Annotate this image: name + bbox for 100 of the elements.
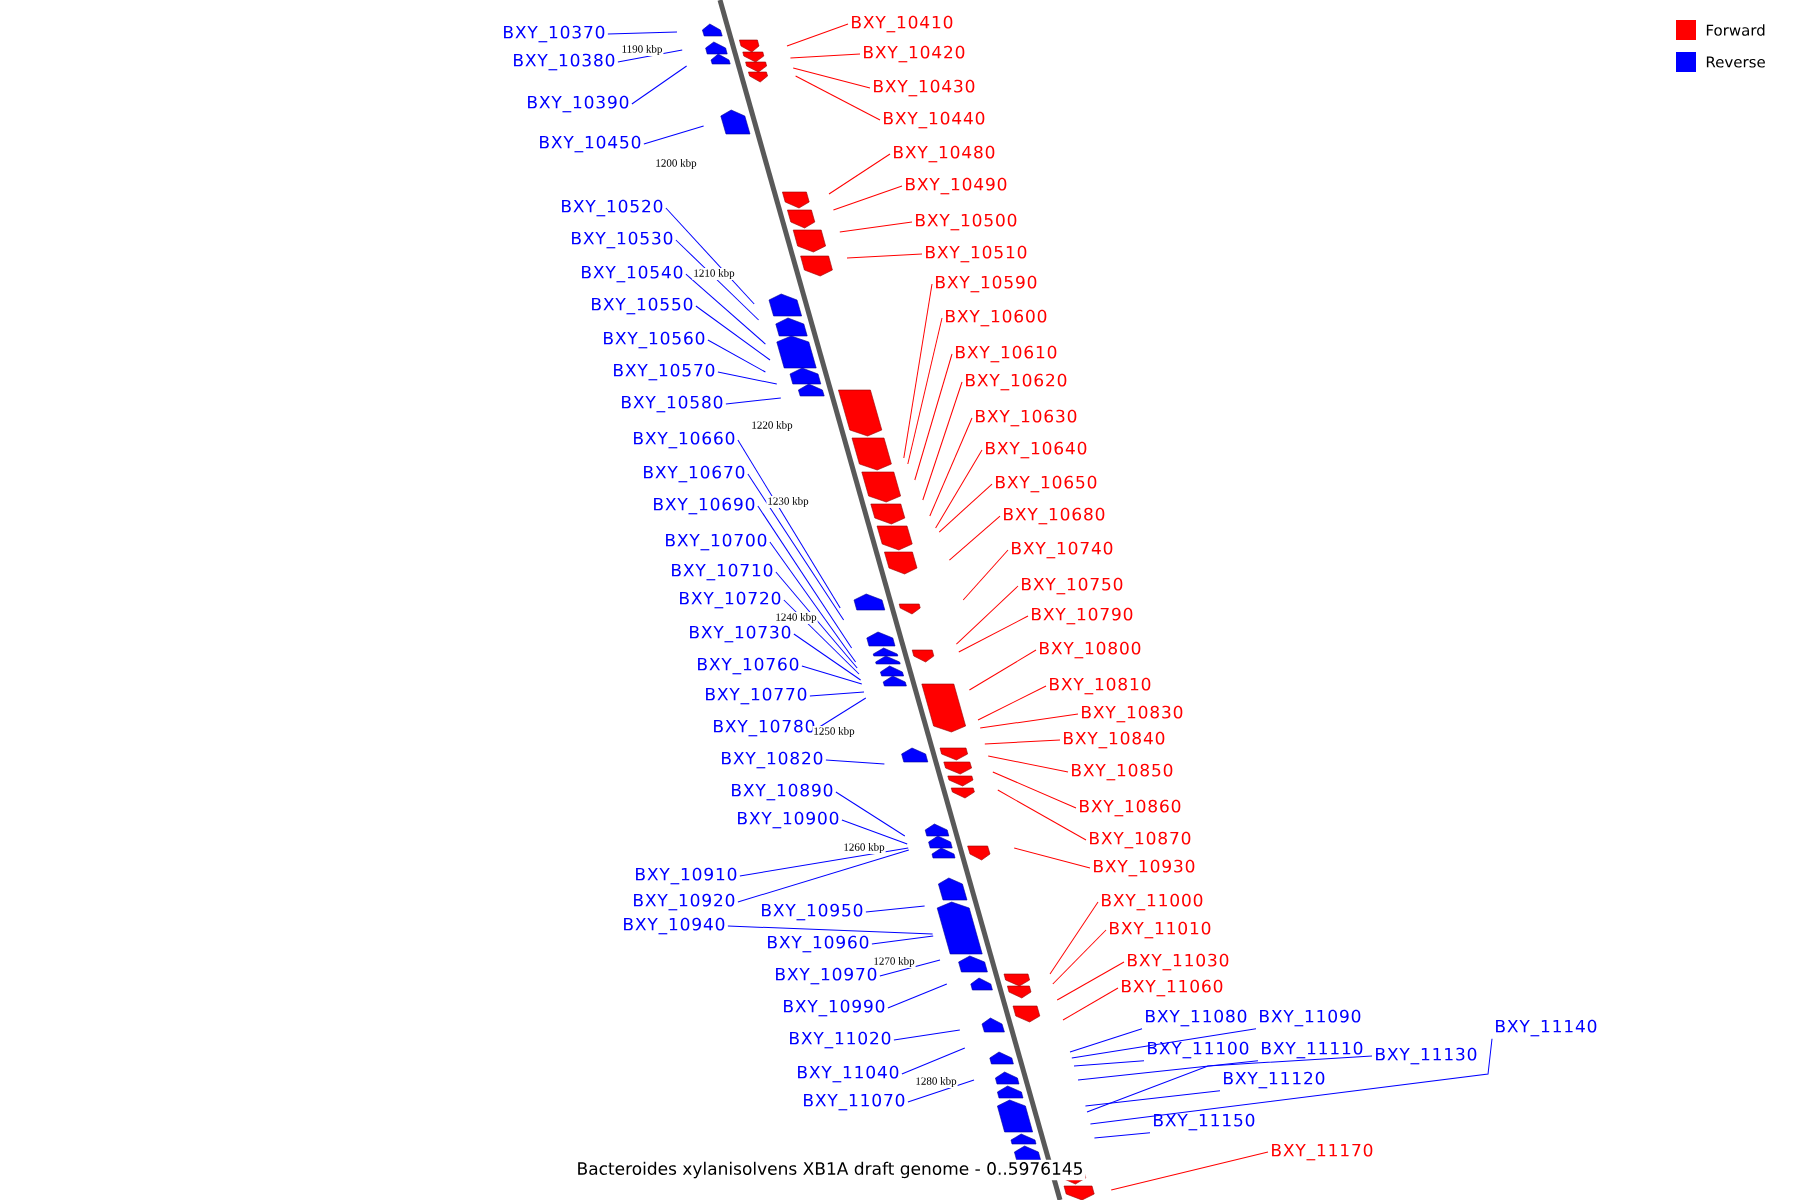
leader-line [727, 925, 934, 935]
leader-line [935, 449, 983, 529]
leader-line [1062, 987, 1119, 1021]
gene-label: BXY_10540 [582, 265, 683, 283]
gene-label: BXY_10940 [624, 917, 725, 935]
gene-label: BXY_10840 [1064, 731, 1165, 749]
leader-line [938, 483, 993, 533]
leader-line [1086, 1055, 1373, 1113]
leader-line [977, 685, 1047, 721]
leader-line [1089, 1038, 1493, 1125]
gene-label: BXY_11040 [798, 1065, 899, 1083]
leader-line [914, 353, 953, 481]
leader-line [846, 253, 923, 259]
leader-line [929, 417, 973, 517]
leader-line [1077, 1060, 1259, 1081]
leader-line [825, 759, 885, 765]
leader-line [955, 585, 1019, 645]
gene-label: BXY_10620 [966, 373, 1067, 391]
leader-line [835, 791, 906, 837]
leader-line [1056, 961, 1125, 1001]
gene-label: BXY_10370 [504, 25, 605, 43]
leader-line [962, 549, 1009, 601]
gene-label: BXY_10780 [714, 719, 815, 737]
leader-line [739, 847, 909, 877]
leader-line [1052, 929, 1107, 985]
leader-line [795, 75, 881, 121]
gene-label: BXY_10600 [946, 309, 1047, 327]
gene-label: BXY_11140 [1496, 1019, 1597, 1037]
gene-label: BXY_10610 [956, 345, 1057, 363]
leader-line [1049, 901, 1099, 975]
leader-line [922, 381, 963, 501]
gene-label: BXY_10800 [1040, 641, 1141, 659]
gene-label: BXY_10960 [768, 935, 869, 953]
leader-line [747, 473, 845, 621]
leader-line [903, 283, 933, 459]
leader-line [893, 1029, 961, 1041]
leader-line [675, 239, 760, 321]
leader-line [717, 371, 778, 385]
gene-label: BXY_10930 [1094, 859, 1195, 877]
leader-line [832, 185, 903, 211]
gene-label: BXY_10450 [540, 135, 641, 153]
gene-label: BXY_11120 [1224, 1071, 1325, 1089]
gene-label: BXY_10850 [1072, 763, 1173, 781]
leader-line [769, 541, 857, 663]
leader-line [887, 983, 948, 1009]
gene-label: BXY_10890 [732, 783, 833, 801]
gene-label: BXY_11130 [1376, 1047, 1477, 1065]
gene-label: BXY_10650 [996, 475, 1097, 493]
gene-label: BXY_10390 [528, 95, 629, 113]
leader-line [809, 691, 865, 697]
gene-label: BXY_10810 [1050, 677, 1151, 695]
leader-line [1110, 1151, 1269, 1191]
gene-label: BXY_10820 [722, 751, 823, 769]
leader-line [1013, 847, 1091, 869]
gene-label: BXY_10550 [592, 297, 693, 315]
leader-line [793, 633, 862, 681]
gene-label: BXY_10630 [976, 409, 1077, 427]
gene-label: BXY_11110 [1262, 1041, 1363, 1059]
leader-line [757, 505, 853, 649]
leader-line [984, 739, 1061, 745]
gene-label: BXY_11030 [1128, 953, 1229, 971]
leader-line [1084, 1090, 1221, 1107]
gene-label: BXY_11170 [1272, 1143, 1373, 1161]
leader-line [907, 317, 943, 465]
leader-line [979, 713, 1079, 729]
gene-label: BXY_10830 [1082, 705, 1183, 723]
gene-label: BXY_10950 [762, 903, 863, 921]
gene-label: BXY_10590 [936, 275, 1037, 293]
leader-line [992, 771, 1077, 809]
leader-line [1071, 1028, 1257, 1059]
gene-label: BXY_10490 [906, 177, 1007, 195]
gene-label: BXY_10760 [698, 657, 799, 675]
gene-label: BXY_10510 [926, 245, 1027, 263]
gene-label: BXY_10910 [636, 867, 737, 885]
leader-line [801, 665, 863, 685]
leader-line [1069, 1028, 1143, 1053]
gene-label: BXY_10520 [562, 199, 663, 217]
leader-line [879, 959, 941, 977]
leader-line [695, 305, 771, 361]
gene-label: BXY_10770 [706, 687, 807, 705]
leader-line [968, 649, 1037, 691]
leader-line [958, 615, 1029, 653]
gene-label: BXY_10670 [644, 465, 745, 483]
gene-label: BXY_10990 [784, 999, 885, 1017]
gene-label: BXY_11080 [1146, 1009, 1247, 1027]
gene-label: BXY_10660 [634, 431, 735, 449]
gene-label: BXY_10730 [690, 625, 791, 643]
leader-line [789, 53, 861, 59]
leader-line [987, 755, 1069, 773]
leader-line [617, 49, 683, 63]
leader-line [907, 1079, 975, 1103]
gene-label: BXY_10860 [1080, 799, 1181, 817]
gene-label: BXY_10570 [614, 363, 715, 381]
gene-label: BXY_11000 [1102, 893, 1203, 911]
gene-label: BXY_11060 [1122, 979, 1223, 997]
gene-label: BXY_10560 [604, 331, 705, 349]
leader-line [707, 339, 766, 373]
gene-label: BXY_10690 [654, 497, 755, 515]
gene-label: BXY_10500 [916, 213, 1017, 231]
gene-label: BXY_11100 [1148, 1041, 1249, 1059]
